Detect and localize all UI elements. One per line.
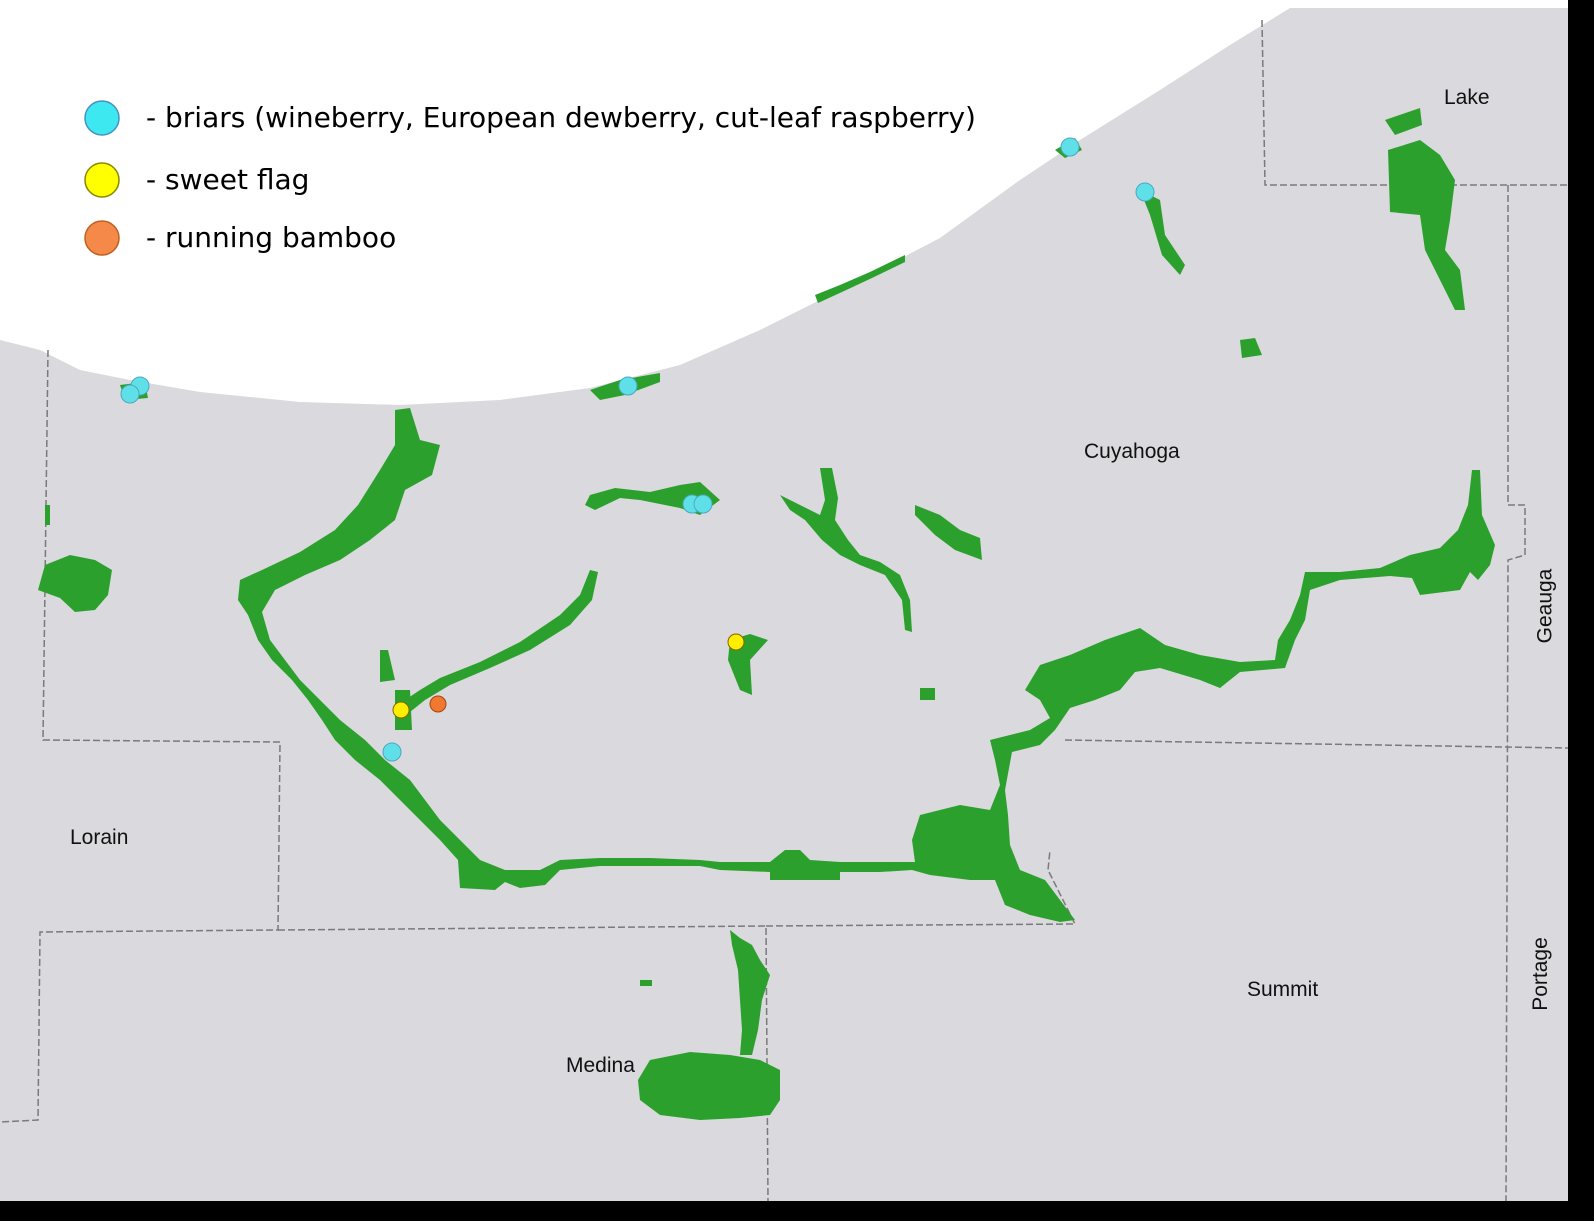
cyan-circle-icon [84, 100, 120, 136]
county-label-lake: Lake [1444, 86, 1490, 109]
running-bamboo-point [429, 695, 447, 713]
briars-point [618, 376, 638, 396]
county-label-lorain: Lorain [70, 826, 129, 849]
legend-label-running-bamboo: - running bamboo [146, 221, 397, 254]
legend-label-briars: - briars (wineberry, European dewberry, … [146, 101, 976, 134]
yellow-circle-icon [84, 162, 120, 198]
county-boundaries [0, 19, 1568, 1201]
map-svg [0, 8, 1568, 1201]
orange-circle-icon [84, 220, 120, 256]
briars-point [693, 494, 713, 514]
county-label-cuyahoga: Cuyahoga [1084, 440, 1180, 463]
map-canvas[interactable]: - briars (wineberry, European dewberry, … [0, 0, 1568, 1201]
land-area [0, 8, 1568, 1201]
legend-markers [84, 100, 120, 256]
county-label-geauga: Geauga [1533, 568, 1557, 644]
briars-point [1135, 182, 1155, 202]
briars-point [120, 384, 140, 404]
county-label-portage: Portage [1528, 937, 1552, 1011]
species-points [120, 137, 1155, 762]
briars-point [1060, 137, 1080, 157]
county-label-summit: Summit [1247, 978, 1319, 1001]
sweet-flag-point [392, 701, 410, 719]
briars-point [382, 742, 402, 762]
county-label-medina: Medina [566, 1054, 635, 1077]
sweet-flag-point [727, 633, 745, 651]
legend-label-sweet-flag: - sweet flag [146, 163, 310, 196]
